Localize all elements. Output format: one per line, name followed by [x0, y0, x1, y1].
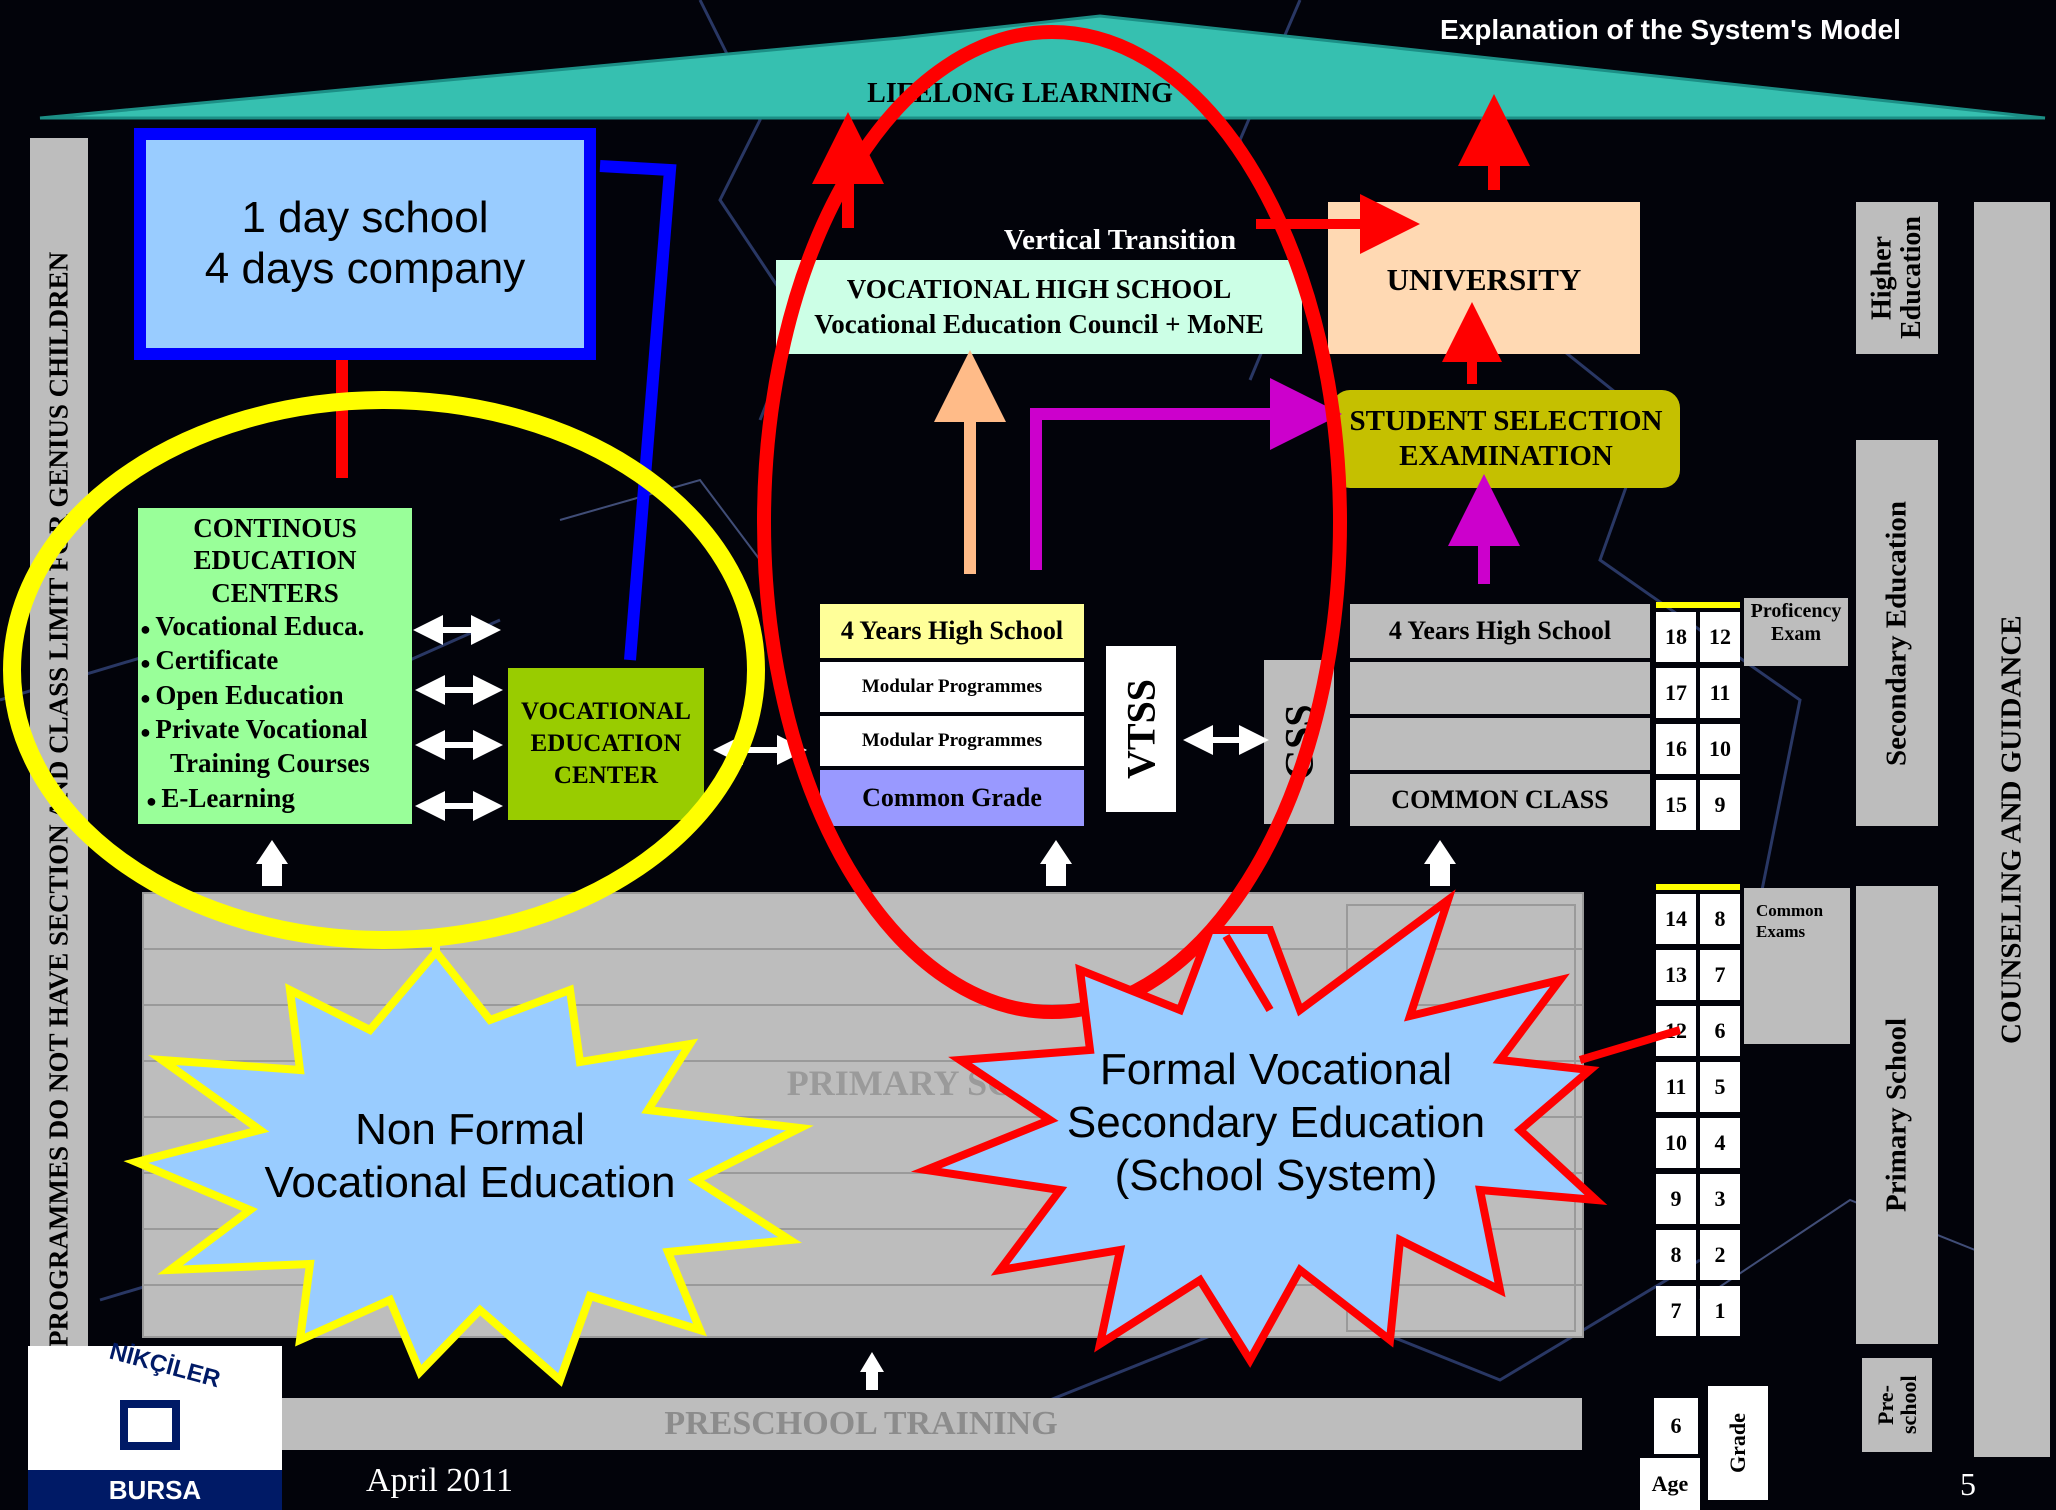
continous-item: Vocational Educa.	[140, 609, 412, 643]
sse-line2: EXAMINATION	[1399, 440, 1613, 472]
grade-cell: 9	[1700, 780, 1740, 830]
formal-burst-text: Formal Vocational Secondary Education (S…	[1016, 1044, 1536, 1204]
higher-education-label: Higher Education	[1856, 202, 1938, 354]
formal-line3: (School System)	[1114, 1150, 1438, 1200]
age-cell: 15	[1656, 780, 1696, 830]
proficency-exam: Proficency Exam	[1744, 598, 1848, 666]
preschool-training: PRESCHOOL TRAINING	[140, 1398, 1582, 1450]
sse-line1: STUDENT SELECTION	[1349, 404, 1663, 437]
vec-line1: VOCATIONAL	[521, 698, 691, 726]
dual-school-box: 1 day school 4 days company	[134, 128, 596, 360]
formal-line2: Secondary Education	[1066, 1097, 1486, 1147]
vocational-education-center: VOCATIONAL EDUCATION CENTER	[508, 668, 704, 820]
secondary-education-label: Secondary Education	[1856, 440, 1938, 826]
non-formal-line1: Non Formal	[355, 1105, 585, 1154]
continous-title-3: CENTERS	[211, 577, 339, 608]
continous-title-2: EDUCATION	[193, 545, 357, 576]
vocational-high-school: VOCATIONAL HIGH SCHOOL Vocational Educat…	[776, 260, 1302, 354]
bursa-logo: NİKÇİLER BURSA	[28, 1338, 282, 1510]
university-box: UNIVERSITY	[1328, 202, 1640, 354]
lifelong-learning-label: LIFELONG LEARNING	[867, 78, 1173, 109]
grade-label: Grade	[1708, 1386, 1768, 1500]
modular-programmes-2: Modular Programmes	[820, 716, 1084, 766]
gss-label: GSS	[1264, 660, 1334, 824]
non-formal-line2: Vocational Education	[264, 1157, 676, 1207]
age-cell: 16	[1656, 724, 1696, 774]
age-cell: 18	[1656, 612, 1696, 662]
vocational-4year-title: 4 Years High School	[820, 604, 1084, 658]
header-title: Explanation of the System's Model	[1440, 14, 1901, 45]
vec-line3: CENTER	[553, 761, 659, 789]
grade-cell: 11	[1700, 668, 1740, 718]
student-selection-examination: STUDENT SELECTION EXAMINATION	[1332, 390, 1680, 488]
age-cell: 14	[1656, 894, 1696, 944]
grade-cell: 6	[1700, 1006, 1740, 1056]
grade-cell: 1	[1700, 1286, 1740, 1336]
footer-date: April 2011	[366, 1462, 514, 1499]
logo-top-text: NİKÇİLER	[106, 1337, 224, 1394]
continous-item: Training Courses	[170, 748, 370, 779]
secondary-marker	[1656, 602, 1740, 608]
vhs-line2: Vocational Education Council + MoNE	[814, 309, 1264, 339]
general-4year-title: 4 Years High School	[1350, 604, 1650, 658]
non-formal-burst-text: Non Formal Vocational Education	[230, 1104, 710, 1214]
grade-cell: 8	[1700, 894, 1740, 944]
counseling-guidance-band: COUNSELING AND GUIDANCE	[1974, 202, 2050, 1457]
common-grade: Common Grade	[820, 770, 1084, 826]
logo-bottom-text: BURSA	[28, 1470, 282, 1510]
preschool-age: 6	[1654, 1398, 1698, 1454]
age-cell: 8	[1656, 1230, 1696, 1280]
vhs-line1: VOCATIONAL HIGH SCHOOL	[846, 273, 1232, 304]
age-cell: 9	[1656, 1174, 1696, 1224]
age-cell: 11	[1656, 1062, 1696, 1112]
vec-line2: EDUCATION	[530, 730, 682, 758]
genius-children-band: PROGRAMMES DO NOT HAVE SECTION AND CLASS…	[30, 138, 88, 1460]
continous-item: Certificate	[140, 643, 412, 677]
age-cell: 17	[1656, 668, 1696, 718]
common-exams: Common Exams	[1744, 888, 1850, 1044]
vtss-label: VTSS	[1106, 646, 1176, 812]
grade-cell: 3	[1700, 1174, 1740, 1224]
general-grade-cell	[1350, 718, 1650, 770]
grade-cell: 4	[1700, 1118, 1740, 1168]
primary-marker	[1656, 884, 1740, 890]
continous-item: Open Education	[140, 678, 412, 712]
common-class: COMMON CLASS	[1350, 774, 1650, 826]
formal-line1: Formal Vocational	[1099, 1045, 1453, 1094]
general-grade-cell	[1350, 662, 1650, 714]
continous-education-centers: CONTINOUS EDUCATION CENTERS Vocational E…	[138, 508, 412, 824]
continous-item: Private Vocational	[140, 712, 412, 746]
continous-item: E-Learning	[140, 781, 412, 815]
grade-cell: 2	[1700, 1230, 1740, 1280]
primary-school-level-label: Primary School	[1856, 886, 1938, 1344]
grade-cell: 5	[1700, 1062, 1740, 1112]
grade-cell: 12	[1700, 612, 1740, 662]
grade-cell: 10	[1700, 724, 1740, 774]
age-cell: 13	[1656, 950, 1696, 1000]
dual-school-line1: 1 day school	[241, 193, 489, 243]
computer-icon	[120, 1400, 180, 1450]
preschool-level-label: Pre-school	[1862, 1358, 1932, 1452]
continous-title-1: CONTINOUS	[193, 513, 357, 543]
age-cell: 7	[1656, 1286, 1696, 1336]
vertical-transition-label: Vertical Transition	[1003, 224, 1237, 256]
age-cell: 12	[1656, 1006, 1696, 1056]
dual-school-line2: 4 days company	[204, 244, 526, 293]
grade-cell: 7	[1700, 950, 1740, 1000]
age-cell: 10	[1656, 1118, 1696, 1168]
modular-programmes-1: Modular Programmes	[820, 662, 1084, 712]
page-number: 5	[1960, 1466, 1976, 1502]
age-label: Age	[1640, 1458, 1700, 1510]
